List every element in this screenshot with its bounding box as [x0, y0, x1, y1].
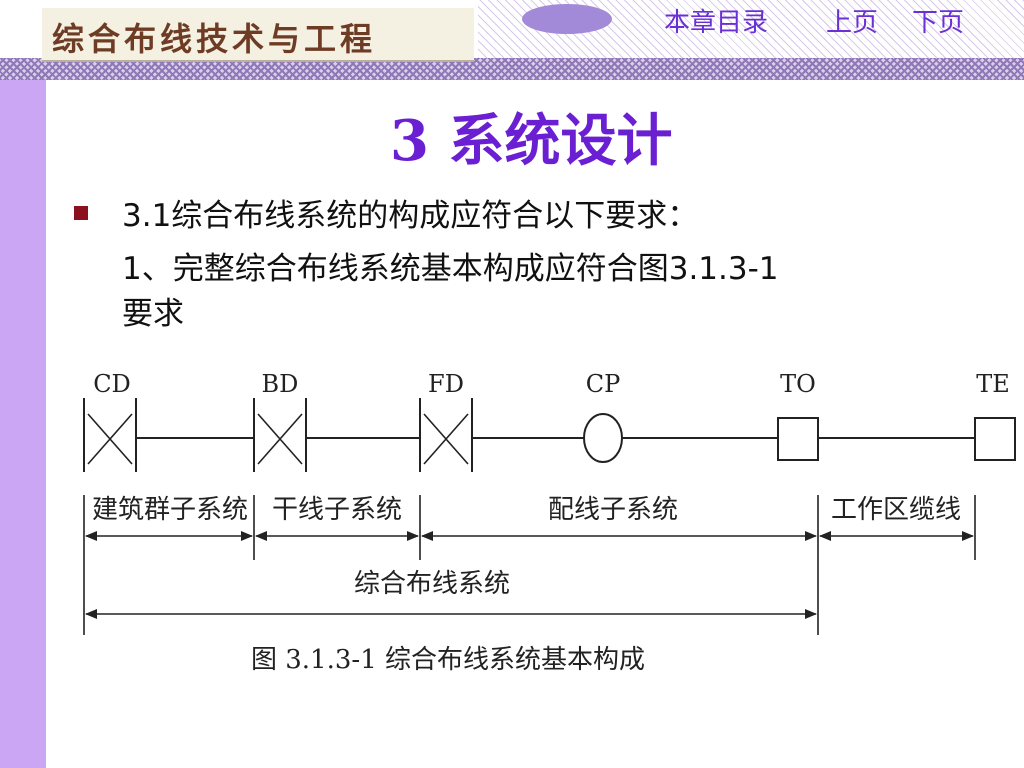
- cp-node-shape: [583, 413, 623, 463]
- nav-prev-link[interactable]: 上页: [826, 8, 879, 38]
- course-title: 综合布线技术与工程: [52, 20, 377, 58]
- bullet-line-3: 要求: [122, 296, 184, 332]
- segment-label-campus: 建筑群子系统: [92, 495, 248, 525]
- cabling-structure-diagram: CD BD FD CP TO TE 建筑群子系统 干线子系统 配线子系: [83, 370, 1016, 675]
- te-node-shape: [974, 417, 1016, 461]
- node-label-fd: FD: [428, 370, 464, 398]
- node-label-te: TE: [976, 370, 1010, 398]
- course-title-box: 综合布线技术与工程: [42, 8, 474, 62]
- node-label-cd: CD: [93, 370, 131, 398]
- nav-toc-link[interactable]: 本章目录: [664, 8, 769, 38]
- bullet-line-1: 3.1综合布线系统的构成应符合以下要求：: [122, 198, 699, 234]
- node-label-cp: CP: [586, 370, 621, 398]
- header-hatch-band: [0, 58, 1024, 80]
- distributor-bars: [83, 398, 473, 472]
- segment-label-work-area: 工作区缆线: [831, 495, 961, 525]
- node-label-to: TO: [780, 370, 816, 398]
- distributor-crosses: [87, 413, 469, 465]
- boundary-ticks: [83, 495, 976, 635]
- to-node-shape: [777, 417, 819, 461]
- slide-title: 3 系统设计: [390, 108, 673, 174]
- segment-label-backbone: 干线子系统: [272, 495, 402, 525]
- bullet-square-icon: [74, 206, 88, 220]
- left-sidebar: [0, 80, 46, 768]
- overall-system-label: 综合布线系统: [354, 569, 510, 599]
- decorative-oval: [522, 4, 612, 34]
- bullet-line-2: 1、完整综合布线系统基本构成应符合图3.1.3-1: [122, 251, 779, 287]
- node-label-bd: BD: [262, 370, 299, 398]
- nav-next-link[interactable]: 下页: [912, 8, 965, 38]
- figure-caption: 图 3.1.3-1 综合布线系统基本构成: [251, 645, 645, 675]
- header-bar: 综合布线技术与工程 本章目录 上页 下页: [0, 0, 1024, 80]
- segment-label-horizontal: 配线子系统: [548, 495, 678, 525]
